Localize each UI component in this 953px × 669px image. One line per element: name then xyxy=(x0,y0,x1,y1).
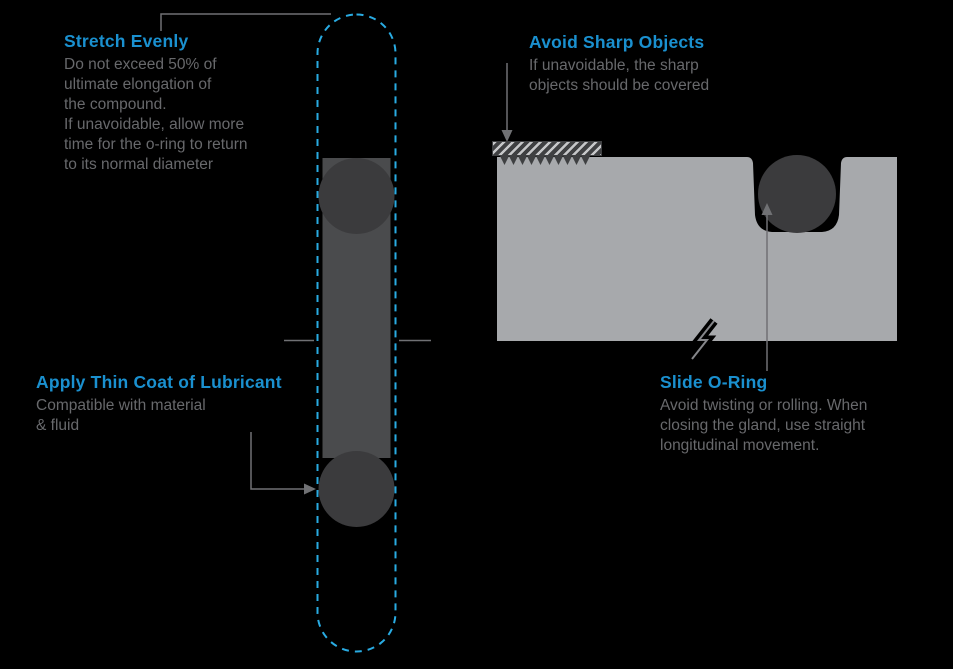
annotation-apply-lubricant: Apply Thin Coat of Lubricant Compatible … xyxy=(36,372,282,436)
annotation-avoid-sharp-objects: Avoid Sharp Objects If unavoidable, the … xyxy=(529,32,709,96)
sharp-objects-arrowhead-icon xyxy=(501,130,513,142)
sharp-objects-arrow xyxy=(501,63,513,142)
slide-oring-body: Avoid twisting or rolling. When closing … xyxy=(660,397,868,454)
sharp-object-cover-plate xyxy=(492,141,602,156)
oring-in-groove xyxy=(758,155,836,233)
sharp-threads-icon xyxy=(500,156,590,165)
annotation-slide-oring: Slide O-Ring Avoid twisting or rolling. … xyxy=(660,372,867,456)
apply-lubricant-body: Compatible with material & fluid xyxy=(36,397,206,434)
stretch-evenly-body: Do not exceed 50% of ultimate elongation… xyxy=(64,56,248,173)
stretch-evenly-title: Stretch Evenly xyxy=(64,31,189,51)
slide-oring-title: Slide O-Ring xyxy=(660,372,768,392)
lubricant-arrowhead-icon xyxy=(304,483,316,495)
apply-lubricant-title: Apply Thin Coat of Lubricant xyxy=(36,372,282,392)
break-mark-icon xyxy=(691,320,715,360)
slide-oring-arrowhead-icon xyxy=(761,203,773,215)
slide-oring-arrow xyxy=(761,203,773,371)
stretch-leader-line xyxy=(160,13,331,31)
oring-cross-section-bottom xyxy=(318,451,395,527)
lubricant-arrow xyxy=(250,432,316,495)
stretched-oring-outline-dashed xyxy=(316,13,397,653)
gland-figure xyxy=(497,155,897,362)
oring-cross-section-top xyxy=(318,158,395,234)
annotation-stretch-evenly: Stretch Evenly Do not exceed 50% of ulti… xyxy=(64,31,248,175)
avoid-sharp-objects-body: If unavoidable, the sharp objects should… xyxy=(529,57,710,94)
gland-cross-section xyxy=(497,157,897,341)
lubricant-arrow-line xyxy=(250,432,304,490)
avoid-sharp-objects-title: Avoid Sharp Objects xyxy=(529,32,705,52)
oring-stretch-figure xyxy=(160,13,431,653)
